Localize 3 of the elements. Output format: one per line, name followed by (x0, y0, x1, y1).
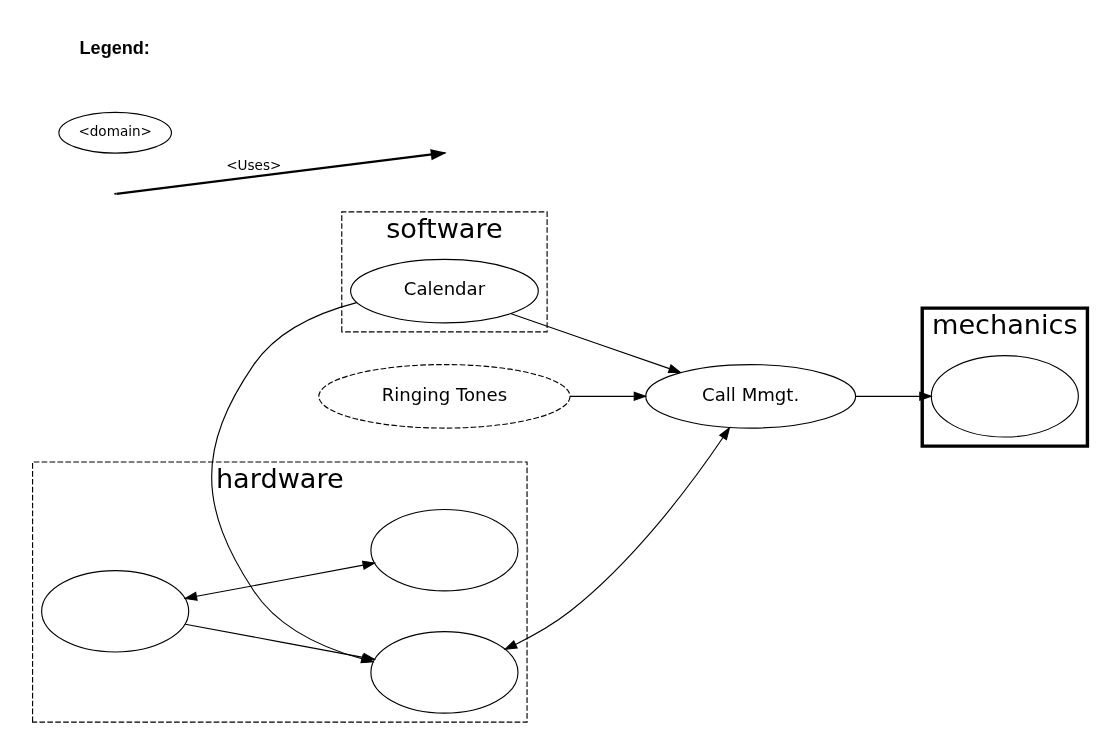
legend-label: <Uses> (226, 156, 282, 173)
legend-label: <domain> (78, 123, 152, 140)
label: Legend: (79, 38, 150, 59)
